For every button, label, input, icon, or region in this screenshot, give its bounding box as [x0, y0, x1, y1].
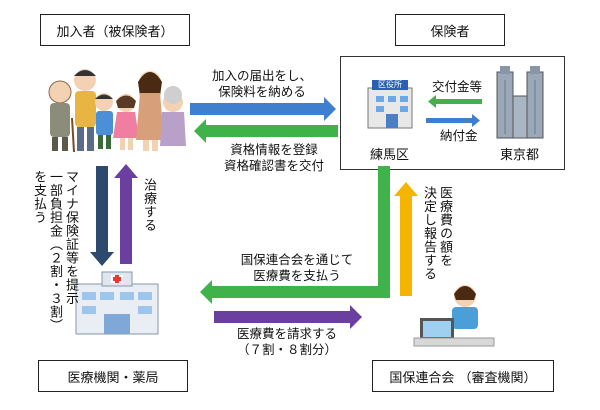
federation-box: 国保連合会 （審査機関） — [372, 360, 554, 392]
arrow-enroll — [190, 97, 336, 121]
arrow-copay — [90, 166, 114, 266]
arrow-grant — [428, 95, 482, 108]
register-label: 資格情報を登録資格確認書を交付 — [223, 142, 324, 173]
family-illustration — [48, 69, 186, 153]
ward-office-illustration — [367, 80, 413, 129]
arrow-register — [194, 119, 338, 143]
clerk-illustration — [413, 285, 495, 347]
copay-label: マイナ保険証等を提示一部負担金（２割・３割）を支払う — [31, 170, 78, 332]
arrow-decide — [394, 182, 418, 296]
arrow-pay-medical — [200, 166, 390, 304]
hospital-illustration — [75, 271, 159, 335]
tokyo-metro-building-illustration — [496, 66, 544, 139]
enroll-label: 加入の届出をし、保険料を納める — [211, 68, 312, 99]
treat-label: 治療する — [141, 178, 156, 232]
insured-box: 加入者（被保険者） — [40, 14, 190, 46]
ward-label: 練馬区 — [370, 148, 410, 163]
pay-medical-label: 国保連合会を通じて医療費を支払う — [240, 252, 354, 283]
ward-sign: 区役所 — [378, 80, 402, 89]
decide-label: 医療費の額を決定し報告する — [421, 186, 452, 281]
grant-label: 交付金等 — [432, 79, 483, 94]
insurer-box: 保険者 — [395, 14, 505, 46]
arrow-claim — [214, 305, 362, 329]
arrow-treat — [114, 164, 138, 264]
medical-box: 医療機関・薬局 — [38, 360, 188, 392]
arrow-pay — [426, 114, 480, 127]
pay-label: 納付金 — [440, 128, 478, 143]
claim-label: 医療費を請求する（７割・８割分） — [236, 326, 337, 357]
metro-label: 東京都 — [500, 148, 540, 163]
